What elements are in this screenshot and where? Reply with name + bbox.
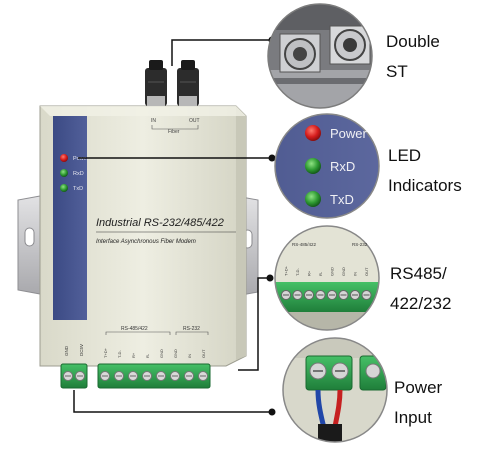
callout-led-indicators: LED Indicators [388,144,462,198]
callout-power-line1: Power [394,378,443,397]
led-rxd-body: RxD [60,169,84,177]
serial-pin-label: GND [159,349,164,358]
modem-body [39,105,247,367]
zoom-serial-pin-label: GND [341,267,346,276]
zoom-serial-pin-label: T+D+ [284,265,289,276]
zoom-serial-pin-label: R+ [307,270,312,276]
zoom-led-power-label: Power [330,126,368,141]
callout-double-st: Double ST [386,30,440,84]
led-power-label: Power [73,156,89,162]
callout-serial-line1: RS485/ [390,264,447,283]
leader-dot-led [268,154,276,162]
callout-led-line1: LED [388,146,422,165]
zoom-serial-terminals: RS-485/422 RS-232 T+D+ T-D- R+ R- GND GND IN OU… [274,225,380,331]
power-pin-label-dc: DC5V [79,344,84,356]
zoom-group-485-label: RS-485/422 [292,242,317,247]
serial-pin-label: R- [145,353,150,358]
serial-terminal-block [97,363,211,389]
zoom-led-indicators: Power RxD TxD [274,113,380,219]
zoom-power-input [282,337,388,443]
mounting-bracket-left [17,195,41,295]
led-txd-label: TxD [73,186,83,192]
zoom-led-rxd-label: RxD [330,159,355,174]
st-connector-in [145,60,167,106]
zoom-serial-pin-label: GND [330,267,335,276]
fiber-bracket-line [151,125,199,130]
group-232-bracket [175,331,209,335]
zoom-led-rxd [305,158,321,174]
callout-serial-line2: 422/232 [390,294,452,313]
callout-led-line2: Indicators [388,176,462,195]
power-pin-label-gnd: GND [64,345,69,356]
leader-lines [73,39,270,413]
power-terminal-block [60,363,88,389]
leader-dot-power [268,408,276,416]
serial-pin-label: OUT [201,349,206,358]
group-485-label: RS-485/422 [121,326,148,332]
callout-double-st-line2: ST [386,62,408,81]
callout-power-input: Power Input [394,376,442,430]
serial-pin-label: T-D- [117,350,122,358]
model-subtitle: Interface Asynchronous Fiber Modem [96,239,196,245]
fiber-in-label: IN [151,118,156,124]
group-232-label: RS-232 [183,326,200,332]
model-title: Industrial RS-232/485/422 [96,217,224,229]
zoom-serial-pin-label: OUT [364,267,369,276]
zoom-serial-pin-label: IN [353,272,358,276]
leader-dot-serial [266,274,274,282]
led-txd-body: TxD [60,184,83,192]
led-power-body: Power [60,154,89,162]
callout-double-st-line1: Double [386,32,440,51]
zoom-led-txd [305,191,321,207]
fiber-label: Fiber [168,129,180,135]
zoom-serial-pin-labels: T+D+ T-D- R+ R- GND GND IN OUT [284,265,370,276]
serial-pin-label: IN [187,354,192,358]
callout-serial: RS485/ 422/232 [390,262,451,316]
zoom-led-power [305,125,321,141]
zoom-led-txd-label: TxD [330,192,354,207]
group-485-bracket [105,331,171,335]
led-panel [53,116,87,320]
led-rxd-label: RxD [73,171,84,177]
zoom-group-232-label: RS-232 [352,242,368,247]
serial-pin-labels-body: T+D+ T-D- R+ R- GND GND IN OUT [103,347,206,358]
zoom-serial-pin-label: R- [318,271,323,276]
callout-power-line2: Input [394,408,432,427]
zoom-fiber-connectors [267,3,373,109]
fiber-out-label: OUT [189,118,200,124]
zoom-serial-pin-label: T-D- [295,268,300,276]
st-connector-out [177,60,199,106]
serial-pin-label: T+D+ [103,347,108,358]
serial-pin-label: R+ [131,352,136,358]
serial-pin-label: GND [173,349,178,358]
